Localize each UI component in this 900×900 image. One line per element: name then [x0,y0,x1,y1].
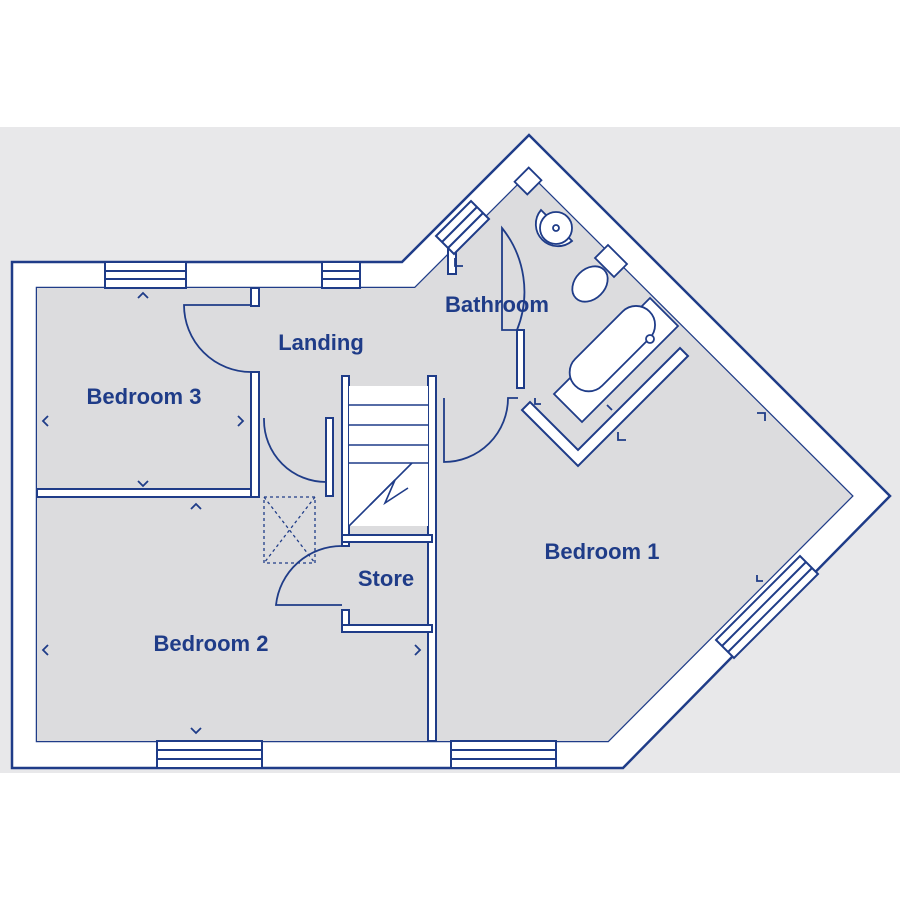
loft-hatch [263,496,316,564]
label-bedroom-1: Bedroom 1 [545,539,660,564]
bathroom-fixtures [513,166,680,424]
wall-bath-left [516,329,525,389]
toilet-bowl [571,265,609,303]
dimension-markers [41,258,766,735]
windows [104,199,820,769]
door-store [274,545,343,606]
window-landing-top [321,261,361,289]
wall-stair-right [427,375,437,742]
label-bathroom: Bathroom [445,292,549,317]
doors [183,225,526,606]
wall-bath-bed1 [520,346,690,468]
wall-bed3-landing-upper [250,287,260,307]
wall-stair-left-inner [341,375,350,547]
window-bed2-bottom [156,740,263,769]
label-landing: Landing [278,330,364,355]
door-landing-lower [263,418,327,483]
shelf [513,166,543,196]
staircase [348,386,428,527]
window-bed3-top [104,261,187,289]
wall-store-top [341,534,433,543]
door-bedroom-3 [183,304,252,373]
door-bathroom [501,225,526,331]
wall-stair-left [325,417,334,497]
toilet-cistern [593,243,629,279]
wall-bed3-landing-lower [250,371,260,498]
label-bedroom-3: Bedroom 3 [87,384,202,409]
wall-bed3-bed2 [36,488,260,498]
wall-store-bottom [341,624,433,633]
label-bedroom-2: Bedroom 2 [154,631,269,656]
door-bedroom-1 [443,397,518,463]
label-store: Store [358,566,414,591]
window-bed1-bottom [450,740,557,769]
